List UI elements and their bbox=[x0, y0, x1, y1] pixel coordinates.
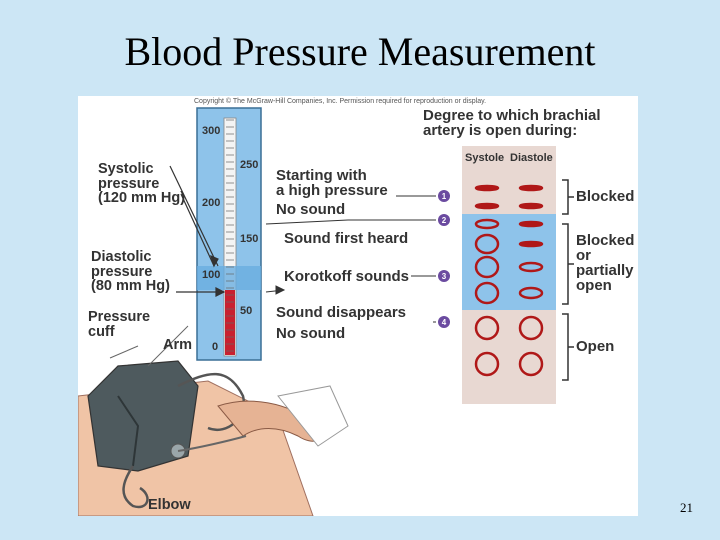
artery-diastole-shape bbox=[518, 261, 544, 273]
starting-pressure-label: Starting with a high pressure bbox=[276, 167, 388, 199]
sphygmomanometer-gauge bbox=[147, 107, 262, 485]
no-sound-label-1: No sound bbox=[276, 201, 346, 218]
gauge-tick-250: 250 bbox=[240, 159, 259, 171]
systole-column-label: Systole bbox=[465, 152, 505, 164]
arm-label: Arm bbox=[163, 337, 193, 353]
artery-systole-shape bbox=[474, 202, 500, 210]
artery-systole-shape bbox=[474, 184, 500, 192]
partially-open-label: Blocked or partially open bbox=[576, 232, 635, 294]
artery-diastole-shape bbox=[518, 286, 544, 300]
gauge-tick-100: 100 bbox=[202, 269, 221, 281]
no-sound-label-2: No sound bbox=[276, 325, 346, 342]
arm-cuff-illustration bbox=[78, 325, 349, 516]
blood-pressure-diagram: Copyright © The McGraw-Hill Companies, I… bbox=[78, 96, 638, 516]
step-2-number: 2 bbox=[442, 216, 447, 225]
step-4-circle bbox=[438, 316, 450, 328]
state-brackets bbox=[562, 179, 574, 381]
artery-diastole-shape bbox=[518, 240, 544, 248]
blocked-label: Blocked bbox=[576, 188, 635, 205]
systolic-label: Systolic pressure (120 mm Hg) bbox=[98, 161, 186, 206]
gauge-tick-150: 150 bbox=[240, 233, 259, 245]
gauge-tick-0: 0 bbox=[212, 341, 219, 353]
artery-diastole-shape bbox=[518, 351, 544, 377]
artery-diastole-shape bbox=[518, 315, 544, 341]
sound-first-heard-label: Sound first heard bbox=[284, 230, 409, 247]
artery-diastole-shape bbox=[518, 184, 544, 192]
open-label: Open bbox=[576, 338, 615, 355]
sound-disappears-label: Sound disappears bbox=[276, 304, 407, 321]
gauge-tick-200: 200 bbox=[202, 197, 221, 209]
step-markers: 1 2 3 4 bbox=[438, 190, 450, 328]
artery-systole-shape bbox=[474, 233, 500, 255]
diastolic-label: Diastolic pressure (80 mm Hg) bbox=[91, 249, 170, 294]
artery-panel bbox=[462, 146, 556, 404]
step-1-circle bbox=[438, 190, 450, 202]
diagram-graphics: 1 2 3 4 bbox=[78, 107, 574, 516]
slide-title: Blood Pressure Measurement bbox=[124, 29, 596, 74]
artery-diastole-shape bbox=[518, 202, 544, 210]
pressure-cuff-label: Pressure cuff bbox=[88, 309, 151, 340]
step-2-circle bbox=[438, 214, 450, 226]
artery-diastole-shape bbox=[518, 220, 544, 228]
artery-systole-shape bbox=[474, 315, 500, 341]
slide-number: 21 bbox=[680, 500, 693, 515]
artery-systole-shape bbox=[474, 218, 500, 230]
korotkoff-sounds-label: Korotkoff sounds bbox=[284, 268, 409, 285]
step-3-circle bbox=[438, 270, 450, 282]
artery-systole-shape bbox=[474, 281, 500, 305]
step-1-number: 1 bbox=[442, 192, 447, 201]
step-3-number: 3 bbox=[442, 272, 447, 281]
artery-systole-shape bbox=[474, 351, 500, 377]
artery-systole-shape bbox=[474, 255, 500, 279]
korotkoff-band bbox=[197, 266, 261, 290]
copyright-notice: Copyright © The McGraw-Hill Companies, I… bbox=[194, 98, 487, 105]
mercury-column bbox=[225, 290, 235, 355]
artery-heading: Degree to which brachial artery is open … bbox=[423, 107, 601, 139]
diastole-column-label: Diastole bbox=[510, 152, 553, 164]
gauge-tick-50: 50 bbox=[240, 305, 253, 317]
step-4-number: 4 bbox=[442, 318, 447, 327]
gauge-tick-300: 300 bbox=[202, 125, 221, 137]
elbow-label: Elbow bbox=[148, 497, 191, 513]
